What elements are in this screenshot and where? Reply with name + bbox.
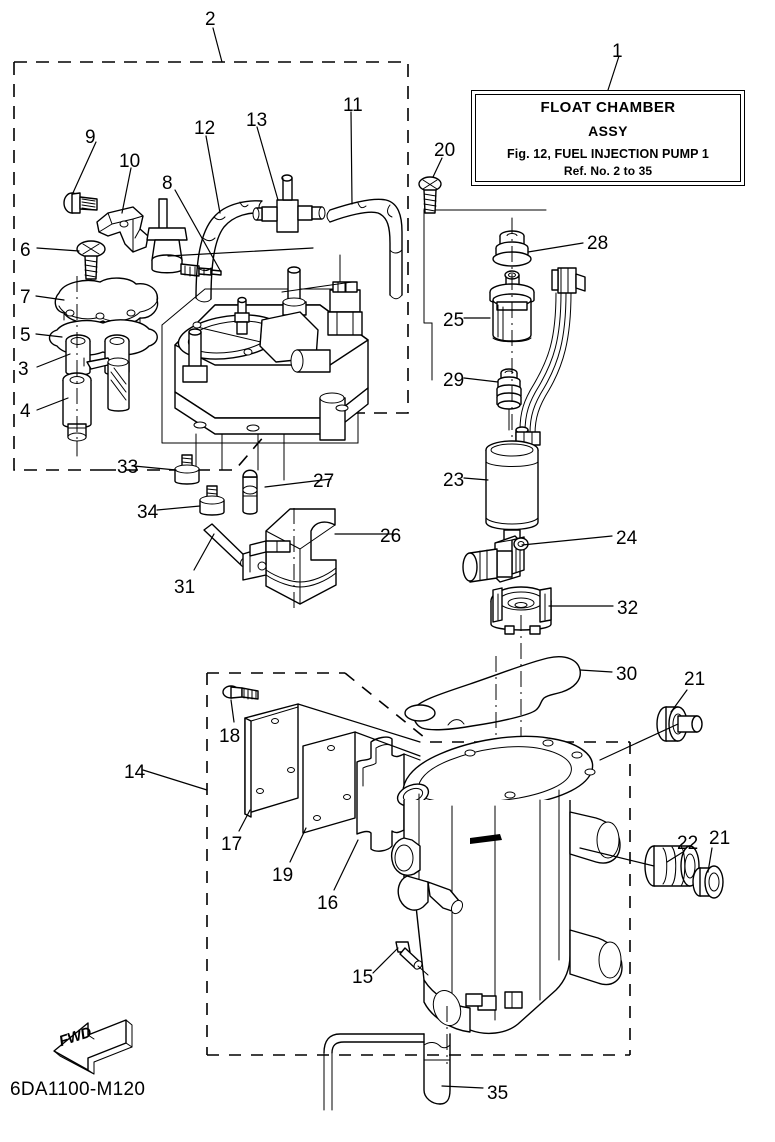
part-15-screw — [395, 941, 429, 976]
part-12-hose — [195, 200, 263, 303]
title-line-1: FLOAT CHAMBER — [540, 98, 676, 116]
part-10-clip — [96, 206, 149, 253]
callout-2-assembly-group: 2 — [205, 9, 216, 30]
leader-lines — [35, 27, 713, 1089]
part-11-hose — [326, 198, 403, 300]
callout-5: 5 — [20, 325, 31, 346]
callout-3: 3 — [18, 359, 29, 380]
carburetor-upper-body — [174, 266, 369, 481]
part-32-holder — [490, 586, 552, 790]
callout-11: 11 — [343, 95, 363, 116]
sheet-part-number: 6DA1100-M120 — [10, 1079, 146, 1100]
part-29-seal — [496, 368, 522, 431]
callout-8: 8 — [162, 173, 173, 194]
part-13-joint — [252, 174, 326, 233]
callout-13: 13 — [246, 110, 268, 131]
title-line-4: Ref. No. 2 to 35 — [563, 163, 653, 178]
callout-19: 19 — [272, 865, 294, 886]
callout-7: 7 — [20, 287, 31, 308]
part-23-fuel-pump — [485, 426, 541, 548]
part-21-grommet-upper — [656, 706, 703, 742]
part-19-plate — [302, 731, 356, 834]
callout-1-float-chamber-assy: 1 — [612, 41, 623, 62]
callout-17: 17 — [221, 834, 243, 855]
part-33-bolt — [174, 454, 200, 485]
callout-16: 16 — [317, 893, 339, 914]
callout-15: 15 — [352, 967, 374, 988]
callout-25: 25 — [443, 310, 465, 331]
part-30-gasket — [404, 656, 581, 731]
callout-26: 26 — [380, 526, 402, 547]
part-7-cover — [54, 277, 159, 329]
callout-24: 24 — [616, 528, 638, 549]
part-21-grommet-lower — [692, 865, 724, 899]
callout-34: 34 — [137, 502, 159, 523]
callout-21-upper: 21 — [684, 669, 706, 690]
callout-21-lower: 21 — [709, 828, 731, 849]
part-26-cover — [242, 508, 337, 605]
pump-wire-harness — [519, 267, 586, 435]
title-line-3: Fig. 12, FUEL INJECTION PUMP 1 — [507, 146, 709, 161]
callout-31: 31 — [174, 577, 196, 598]
part-8-injector — [146, 198, 222, 277]
callout-18: 18 — [219, 726, 241, 747]
part-18-screw — [222, 685, 259, 700]
part-9-bolt — [63, 192, 98, 214]
pump-frame — [423, 209, 547, 381]
fwd-arrow-icon — [53, 1019, 133, 1075]
callout-32: 32 — [617, 598, 639, 619]
part-27-pin — [242, 469, 258, 515]
part-24-joint — [462, 535, 529, 583]
callout-4: 4 — [20, 401, 31, 422]
callout-23-fuel-pump: 23 — [443, 470, 465, 491]
callout-33: 33 — [117, 457, 139, 478]
callout-30-gasket: 30 — [616, 664, 638, 685]
callout-12: 12 — [194, 118, 216, 139]
callout-6: 6 — [20, 240, 31, 261]
callout-22: 22 — [677, 833, 699, 854]
part-3-bushings — [65, 334, 130, 412]
callout-14: 14 — [124, 762, 146, 783]
part-34-bolt — [199, 485, 225, 516]
part-35-hose — [323, 1033, 451, 1111]
callout-28: 28 — [587, 233, 609, 254]
part-17-plate — [244, 703, 299, 818]
callout-9: 9 — [85, 127, 96, 148]
title-box: FLOAT CHAMBER ASSY Fig. 12, FUEL INJECTI… — [471, 90, 745, 186]
callout-27: 27 — [313, 471, 335, 492]
callout-35: 35 — [487, 1083, 509, 1104]
part-6-screw — [76, 240, 106, 296]
part-4-plunger — [62, 372, 92, 457]
callout-29: 29 — [443, 370, 465, 391]
part-16-gasket — [356, 736, 405, 852]
callout-10: 10 — [119, 151, 141, 172]
float-chamber-body — [390, 735, 623, 1035]
title-line-2: ASSY — [588, 122, 628, 139]
center-lines — [76, 218, 513, 1064]
callout-20: 20 — [434, 140, 456, 161]
part-20-screw — [418, 176, 442, 214]
